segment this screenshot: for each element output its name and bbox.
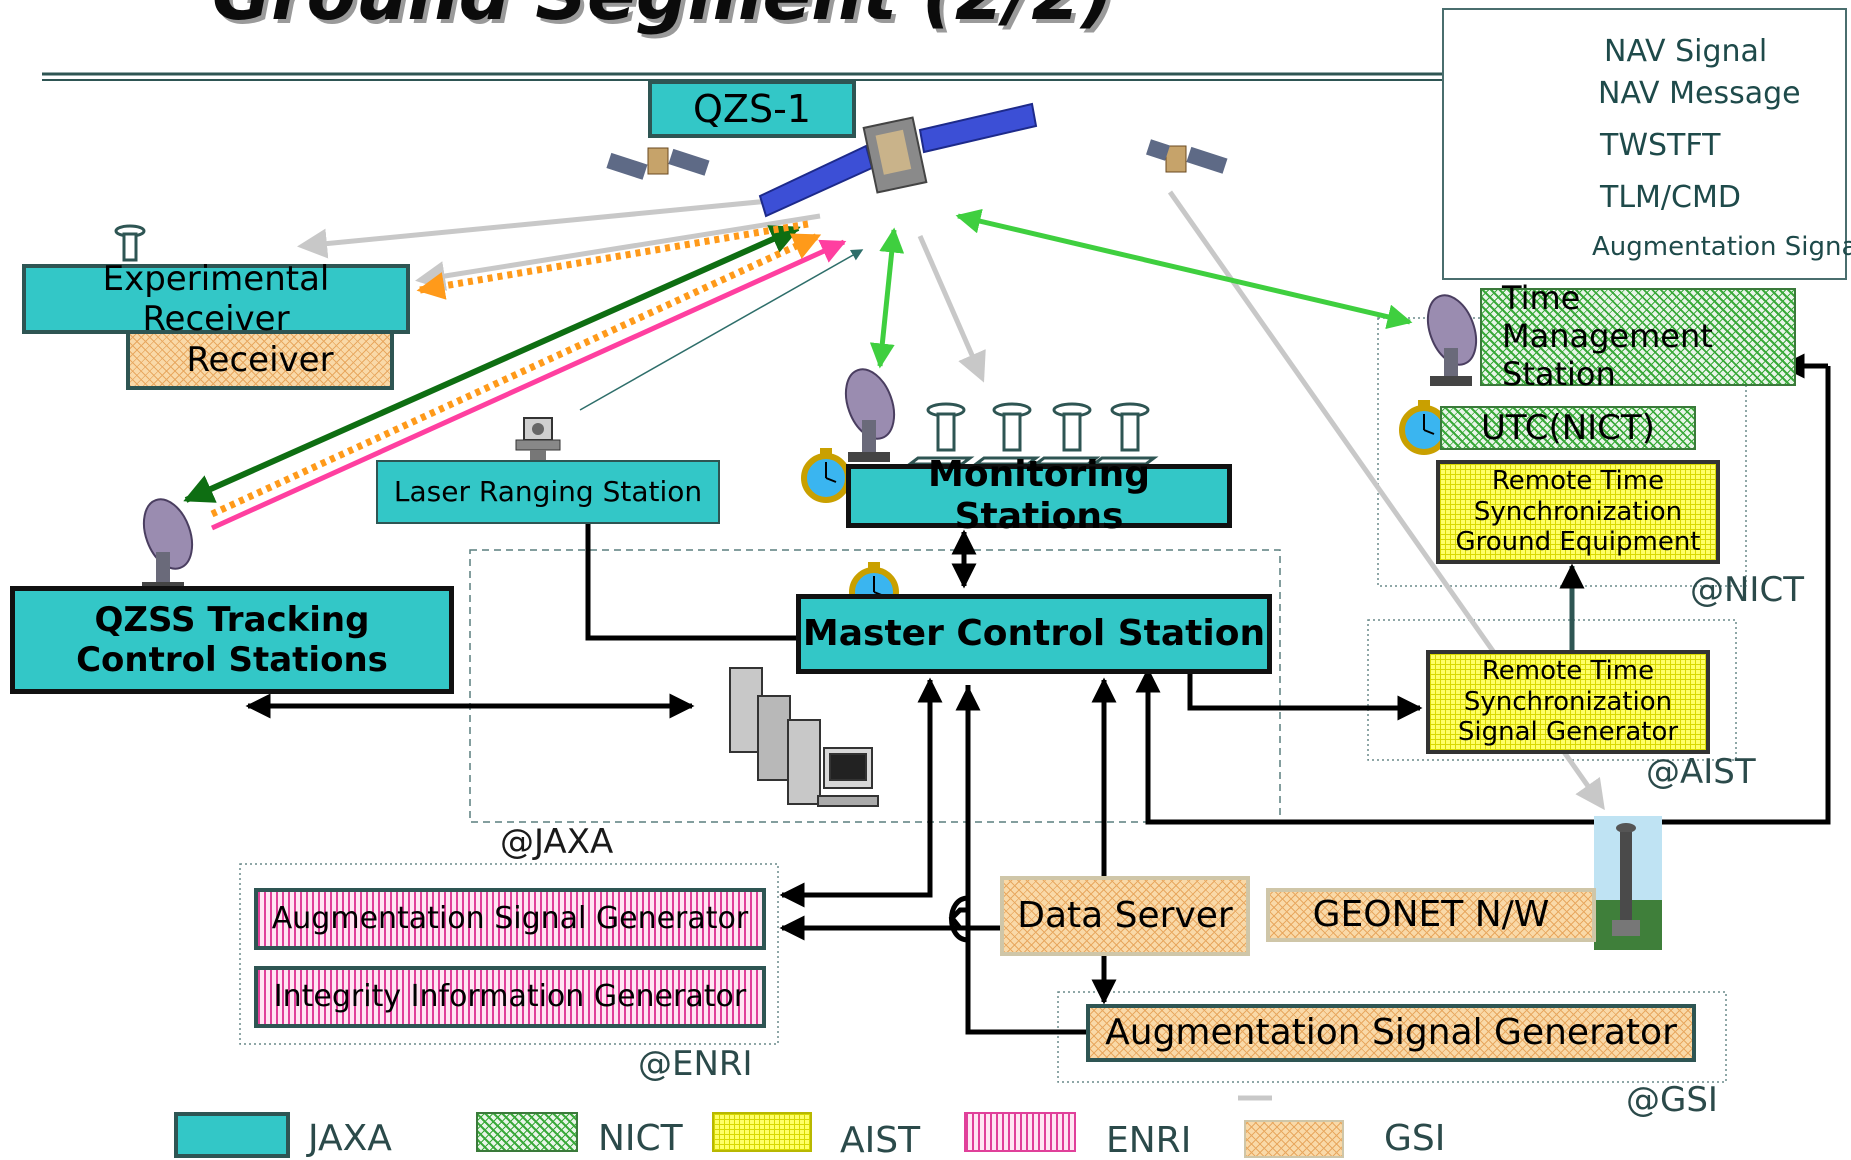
legend-label-augmentation: Augmentation Signal: [1592, 232, 1851, 262]
master-to-enri-link: [779, 677, 943, 908]
monitoring-stations-box: Monitoring Stations: [846, 454, 1232, 537]
enri-site-region: [239, 863, 779, 1045]
qzs1-label: QZS-1: [648, 80, 856, 138]
qzss-tracking-control-box: QZSS Tracking Control Stations: [10, 586, 454, 694]
aist-site-region: [1367, 619, 1737, 761]
legend-label-twstft: TWSTFT: [1600, 128, 1721, 163]
legend-label-nav-signal: NAV Signal: [1604, 34, 1768, 69]
gsi-aug-feed-line: [965, 940, 1086, 1035]
site-label-aist: @AIST: [1646, 752, 1756, 792]
legend-swatch-jaxa: [174, 1112, 290, 1158]
tlm-cmd-arrow: [183, 225, 801, 503]
legend-label-aist: AIST: [840, 1120, 921, 1160]
twstft-time-management-arrow: [955, 208, 1413, 330]
legend-label-enri: ENRI: [1106, 1120, 1192, 1160]
arrow-legend: NAV Signal NAV Message TWSTFT TLM/CMD Au…: [1442, 8, 1851, 280]
laser-ranging-station-box: Laser Ranging Station: [376, 460, 720, 524]
line-crossing-hop: [949, 895, 969, 943]
site-label-jaxa: @JAXA: [500, 822, 614, 862]
data-server-box: Data Server: [1000, 876, 1250, 956]
utc-nict-box: UTC(NICT): [1440, 406, 1696, 450]
legend-label-nict: NICT: [598, 1118, 683, 1159]
legend-label-gsi: GSI: [1384, 1118, 1446, 1159]
master-to-rts-signal-link: [1187, 672, 1423, 721]
site-label-enri: @ENRI: [638, 1044, 753, 1084]
enri-augmentation-generator-box: Augmentation Signal Generator: [254, 888, 766, 950]
rts-signal-generator-box: Remote Time Synchronization Signal Gener…: [1426, 650, 1710, 754]
legend-label-nav-message: NAV Message: [1598, 76, 1801, 111]
gsi-augmentation-generator-box: Augmentation Signal Generator: [1086, 1004, 1696, 1062]
integrity-information-generator-box: Integrity Information Generator: [254, 966, 766, 1028]
laser-to-master-line: [585, 522, 796, 641]
small-satellite-icon: [606, 147, 710, 180]
nict-to-master-return-link: [1135, 366, 1831, 825]
legend-swatch-gsi: [1244, 1120, 1344, 1158]
rts-ground-equipment-box: Remote Time Synchronization Ground Equip…: [1436, 460, 1720, 564]
laser-ranging-arrow: [579, 249, 864, 411]
geonet-station-photo: [1594, 816, 1662, 950]
augmentation-uplink-arrow: [210, 232, 822, 518]
legend-label-tlm-cmd: TLM/CMD: [1600, 180, 1741, 215]
geonet-network-box: GEONET N/W: [1266, 888, 1596, 942]
monitoring-dish-icon: [844, 368, 896, 462]
qzs1-satellite-icon: [758, 102, 1038, 218]
legend-swatch-nict: [476, 1112, 578, 1152]
jaxa-site-region: [469, 549, 1281, 823]
time-management-station-box: Time Management Station: [1480, 279, 1796, 393]
gsi-site-region: [1057, 991, 1727, 1083]
site-label-gsi: @GSI: [1626, 1080, 1718, 1120]
tracking-dish-icon: [142, 498, 194, 592]
monitoring-antennas-icon: [905, 402, 1159, 466]
time-management-dish-icon: [1426, 294, 1478, 386]
nav-message-uplink-arrow: [210, 239, 847, 531]
small-satellite-icon: [1146, 139, 1228, 174]
computer-servers-icon: [729, 667, 879, 807]
stopwatch-icon: [801, 448, 851, 503]
experimental-receiver-box: Experimental Receiver: [22, 259, 410, 339]
nav-signal-to-monitoring: [917, 234, 986, 383]
legend-label-jaxa: JAXA: [308, 1118, 392, 1159]
site-label-nict: @NICT: [1690, 570, 1804, 610]
legend-swatch-enri: [964, 1112, 1076, 1152]
master-control-station-box: Master Control Station: [796, 594, 1272, 674]
laser-telescope-icon: [515, 417, 561, 464]
stopwatch-icon: [1399, 400, 1449, 455]
receiver-box: Receiver: [126, 330, 394, 390]
legend-swatch-aist: [712, 1112, 812, 1152]
augmentation-to-experimental-receiver: [416, 220, 809, 300]
twstft-monitoring-arrow: [869, 227, 905, 369]
page-title: Ground Segment (2/2): [212, 0, 1114, 36]
